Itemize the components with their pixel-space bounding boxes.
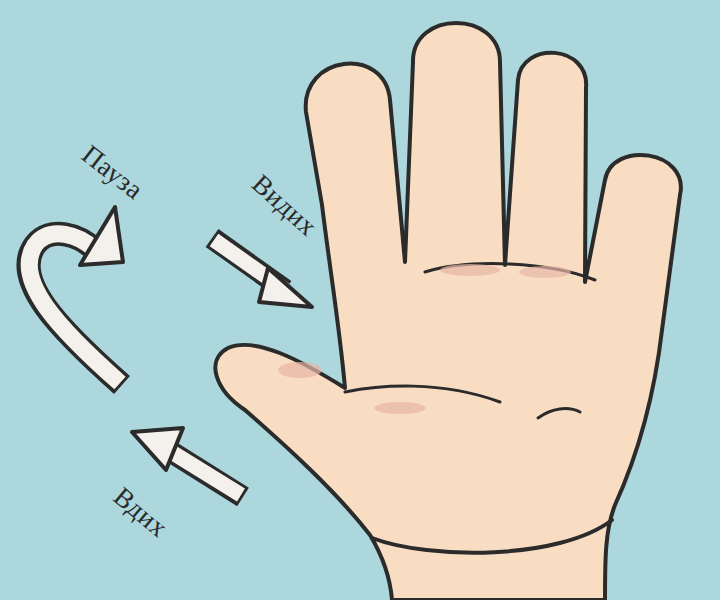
hand-outline	[215, 23, 681, 600]
step-label: Видих	[245, 168, 323, 242]
wrist-line	[372, 520, 612, 553]
arrow-head	[132, 428, 183, 470]
inhale-arrow	[132, 428, 243, 497]
exhale-arrow	[212, 238, 312, 307]
arrow-shaft	[165, 448, 243, 497]
shade	[374, 402, 426, 414]
skin-shading	[278, 264, 571, 414]
arrow-head	[259, 268, 312, 307]
palm-crease	[345, 386, 500, 402]
palm-crease	[425, 264, 595, 280]
pause-arrow	[28, 207, 123, 385]
arrow-head	[80, 207, 123, 265]
shade	[519, 266, 571, 278]
step-label: Пауза	[75, 139, 148, 206]
arrow-shaft	[165, 448, 241, 495]
step-label: Вдих	[107, 481, 174, 544]
palm-crease	[538, 409, 580, 418]
shade	[278, 362, 322, 378]
shade	[440, 264, 500, 276]
hand	[215, 23, 681, 600]
